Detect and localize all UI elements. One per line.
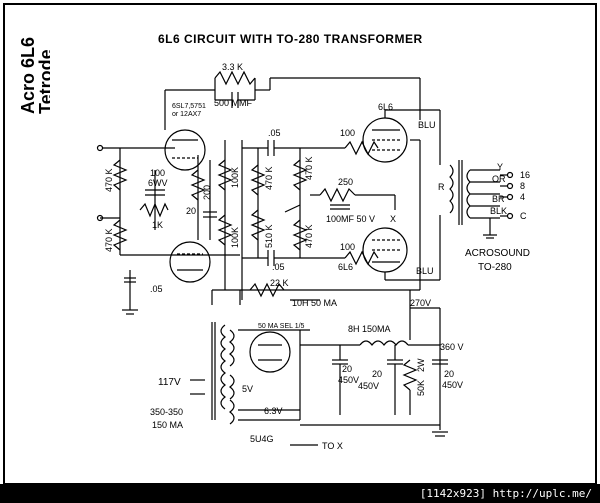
coupling-cap-mid-label: .05	[272, 262, 285, 272]
transformer-maker-label: ACROSOUND	[465, 248, 530, 259]
preamp-tube-label: 6SL7,5751	[172, 103, 206, 110]
preamp-tube-alt-label: or 12AX7	[172, 111, 201, 118]
secondary-16-label: 16	[520, 170, 530, 180]
coupling-cap-top-label: .05	[268, 128, 281, 138]
v63-label: 6.3V	[264, 406, 283, 416]
grid-resistor-top-label: 100	[340, 128, 355, 138]
bias-cap-label: 100MF 50 V	[326, 214, 375, 224]
output-tube-bottom-label: 6L6	[338, 262, 353, 272]
filter-cap-c-label: 20	[444, 369, 454, 379]
transformer-model-label: TO-280	[478, 262, 512, 273]
primary-blu-top-label: BLU	[418, 120, 436, 130]
footer-source-label: [1142x923] http://uplc.me/	[419, 487, 592, 500]
feedback-cap-label: 500 MMF	[214, 98, 253, 108]
r1k-label: 1K	[152, 220, 163, 230]
output-tube-top-label: 6L6	[378, 102, 393, 112]
r2w-label: 2W	[416, 358, 426, 372]
coupling-cap-bottom-label: .05	[150, 284, 163, 294]
v360-label: 360 V	[440, 342, 464, 352]
component-labels: 3.3 K 500 MMF 6SL7,5751 or 12AX7 6L6 6L6…	[104, 62, 530, 451]
r470k-b-label: 470 K	[104, 228, 114, 252]
secondary-4-label: 4	[520, 192, 525, 202]
c20-label: 20	[186, 206, 196, 216]
v270-label: 270V	[410, 298, 431, 308]
ma150-label: 150 MA	[152, 420, 183, 430]
tap-blk-label: BLK	[490, 206, 507, 216]
r200-label: 200	[202, 185, 212, 200]
r470k-c-label: 470 K	[264, 166, 274, 190]
filter-cap-b-label: 20	[372, 369, 382, 379]
r510k-label: 510 K	[264, 224, 274, 248]
cathode-cap-label: 100	[150, 168, 165, 178]
to-x-label: TO X	[322, 441, 343, 451]
diagram-title: 6L6 CIRCUIT WITH TO-280 TRANSFORMER	[158, 32, 423, 46]
rectifier-tube-label: 5U4G	[250, 434, 274, 444]
grid-resistor-bottom-label: 100	[340, 242, 355, 252]
secondary-c-label: C	[520, 211, 527, 221]
filter-cap-a-label: 20	[342, 364, 352, 374]
r470k-d-label: 470 K	[304, 156, 314, 180]
choke8-label: 8H 150MA	[348, 324, 391, 334]
circuit-schematic: 3.3 K 500 MMF 6SL7,5751 or 12AX7 6L6 6L6…	[96, 62, 530, 451]
tap-y-label: Y	[497, 162, 503, 172]
tap-or-label: OR	[492, 174, 506, 184]
tap-br-label: BR	[492, 194, 505, 204]
r100k-b-label: 100K	[230, 227, 240, 248]
r22k-label: 22 K	[270, 278, 289, 288]
filter-cap-b-voltage: 450V	[358, 381, 379, 391]
choke10-label: 10H 50 MA	[292, 298, 337, 308]
ac-input-label: 117V	[158, 377, 181, 388]
footer-bar: [1142x923] http://uplc.me/	[0, 484, 600, 503]
rectifier-label: 50 MA SEL 1/5	[258, 323, 305, 330]
filter-cap-a-voltage: 450V	[338, 375, 359, 385]
r50k-label: 50K	[416, 380, 426, 396]
primary-blu-bottom-label: BLU	[416, 266, 434, 276]
secondary-8-label: 8	[520, 181, 525, 191]
v5-label: 5V	[242, 384, 253, 394]
tap-r-label: R	[438, 182, 445, 192]
feedback-resistor-label: 3.3 K	[222, 62, 243, 72]
cathode-cap-voltage-label: 6WV	[148, 178, 168, 188]
hv-label: 350-350	[150, 407, 183, 417]
x-mark-label: X	[390, 214, 396, 224]
filter-cap-c-voltage: 450V	[442, 380, 463, 390]
vertical-title-line1: Acro 6L6	[18, 37, 38, 114]
wiring	[96, 70, 514, 446]
r100k-a-label: 100K	[230, 167, 240, 188]
bias-pot-label: 250	[338, 177, 353, 187]
r470k-a-label: 470 K	[104, 168, 114, 192]
r470k-e-label: 470 K	[304, 224, 314, 248]
